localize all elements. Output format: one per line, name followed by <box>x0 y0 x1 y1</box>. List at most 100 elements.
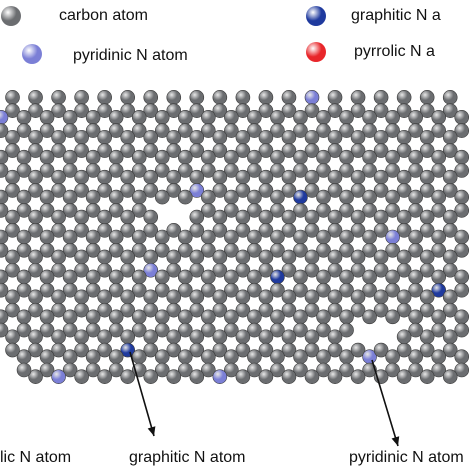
carbon-atom <box>373 169 389 185</box>
carbon-atom <box>385 243 400 258</box>
carbon-atom <box>97 169 112 185</box>
carbon-atom <box>39 269 55 285</box>
carbon-atom <box>408 243 423 258</box>
carbon-atom <box>442 302 458 318</box>
carbon-atom <box>224 269 239 285</box>
carbon-atom <box>235 143 251 158</box>
carbon-atom <box>327 209 343 225</box>
carbon-atom <box>224 110 239 125</box>
carbon-atom <box>131 149 147 165</box>
carbon-atom <box>224 189 239 205</box>
carbon-atom <box>108 189 124 205</box>
carbon-atom <box>39 362 55 378</box>
carbon-atom <box>247 229 262 245</box>
carbon-atom <box>431 110 446 125</box>
carbon-atom <box>385 203 400 218</box>
carbon-atom <box>143 209 159 225</box>
carbon-atom <box>51 223 66 238</box>
carbon-atom <box>396 143 412 158</box>
carbon-atom <box>419 302 435 318</box>
carbon-atom <box>5 90 20 105</box>
carbon-atom <box>28 223 43 238</box>
carbon-atom <box>131 349 147 365</box>
carbon-atom <box>419 129 435 145</box>
carbon-atom <box>51 209 66 225</box>
carbon-atom <box>201 203 216 218</box>
carbon-atom <box>108 282 124 298</box>
carbon-atom <box>39 349 55 365</box>
carbon-atom <box>385 149 400 165</box>
carbon-atom <box>454 123 470 138</box>
carbon-atom <box>281 103 297 118</box>
carbon-atom <box>408 322 423 338</box>
carbon-atom <box>97 90 112 105</box>
carbon-atom <box>16 149 32 165</box>
carbon-atom <box>224 243 239 258</box>
carbon-atom <box>327 302 343 318</box>
carbon-atom <box>16 309 32 325</box>
carbon-atom <box>327 342 343 358</box>
pyridinic-n-atom <box>212 369 228 384</box>
carbon-atom <box>304 129 320 145</box>
carbon-atom <box>224 123 239 138</box>
carbon-atom <box>5 143 20 158</box>
carbon-atom <box>373 342 389 358</box>
carbon-atom <box>120 209 135 225</box>
carbon-atom <box>396 369 412 384</box>
annotation-graphitic-n: graphitic N atom <box>129 449 246 466</box>
carbon-atom <box>224 203 239 218</box>
carbon-atom <box>154 149 170 165</box>
carbon-atom <box>350 369 366 384</box>
carbon-atom <box>143 169 159 185</box>
carbon-atom <box>97 223 112 238</box>
carbon-atom <box>16 203 32 218</box>
carbon-atom <box>258 329 274 345</box>
carbon-atom <box>108 309 124 325</box>
carbon-atom <box>131 282 147 298</box>
carbon-atom <box>62 163 78 178</box>
carbon-atom <box>408 282 423 298</box>
carbon-atom <box>5 302 20 318</box>
carbon-atom <box>131 243 147 258</box>
carbon-atom <box>431 309 446 325</box>
carbon-atom <box>442 223 458 238</box>
carbon-atom <box>108 163 124 178</box>
carbon-atom <box>85 269 101 285</box>
carbon-atom <box>454 110 470 125</box>
carbon-atom <box>270 309 285 325</box>
carbon-atom <box>281 183 297 198</box>
carbon-atom <box>396 169 412 185</box>
carbon-atom <box>454 322 470 338</box>
carbon-atom <box>316 189 331 205</box>
carbon-atom <box>304 262 320 278</box>
graphitic-n-atom <box>270 269 285 285</box>
carbon-atom <box>293 349 308 365</box>
carbon-atom <box>85 163 101 178</box>
annotation-arrows <box>129 351 400 447</box>
carbon-atom <box>224 229 239 245</box>
carbon-atom <box>373 302 389 318</box>
carbon-atom <box>316 123 331 138</box>
carbon-atom <box>0 123 9 138</box>
carbon-atom <box>166 262 182 278</box>
carbon-atom <box>408 229 423 245</box>
carbon-atom <box>120 169 135 185</box>
carbon-atom <box>454 149 470 165</box>
carbon-atom <box>431 149 446 165</box>
carbon-atom <box>454 229 470 245</box>
carbon-atom <box>373 183 389 198</box>
carbon-atom <box>270 243 285 258</box>
carbon-atom <box>350 169 366 185</box>
carbon-atom <box>39 282 55 298</box>
carbon-atom <box>212 103 228 118</box>
carbon-atom <box>281 262 297 278</box>
carbon-atom <box>224 309 239 325</box>
carbon-atom <box>62 349 78 365</box>
carbon-atom <box>16 243 32 258</box>
carbon-atom <box>304 249 320 265</box>
carbon-atom <box>108 229 124 245</box>
carbon-atom <box>177 309 193 325</box>
carbon-atom <box>16 362 32 378</box>
carbon-atom <box>247 362 262 378</box>
carbon-atom <box>108 269 124 285</box>
